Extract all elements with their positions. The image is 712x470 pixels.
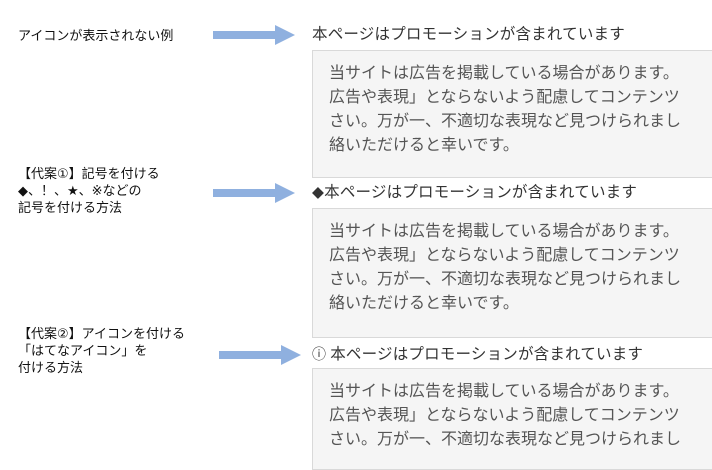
notice-body: 当サイトは広告を掲載している場合があります。 広告や表現」とならないよう配慮して… <box>329 63 682 154</box>
notice-box: 当サイトは広告を掲載している場合があります。 広告や表現」とならないよう配慮して… <box>312 368 712 470</box>
notice-body: 当サイトは広告を掲載している場合があります。 広告や表現」とならないよう配慮して… <box>329 381 682 448</box>
arrow-right-icon <box>213 183 295 203</box>
heading-text: 本ページはプロモーションが含まれています <box>324 183 638 201</box>
notice-body: 当サイトは広告を掲載している場合があります。 広告や表現」とならないよう配慮して… <box>329 221 682 312</box>
alternative-2-label: 【代案②】アイコンを付ける 「はてなアイコン」を 付ける方法 <box>18 327 186 376</box>
notice-box: 当サイトは広告を掲載している場合があります。 広告や表現」とならないよう配慮して… <box>312 208 712 338</box>
example-label: アイコンが表示されない例 <box>18 29 174 44</box>
heading-prefix: ◆ <box>312 183 325 201</box>
heading-text: 本ページはプロモーションが含まれています <box>312 25 625 43</box>
arrow-right-icon <box>213 25 295 45</box>
info-icon: ⓘ <box>312 347 327 363</box>
section-heading: 本ページはプロモーションが含まれています <box>312 22 625 44</box>
heading-text: 本ページはプロモーションが含まれています <box>330 345 644 363</box>
arrow-right-icon <box>219 345 301 365</box>
notice-box: 当サイトは広告を掲載している場合があります。 広告や表現」とならないよう配慮して… <box>312 50 712 178</box>
section-heading: ◆本ページはプロモーションが含まれています <box>312 180 637 202</box>
alternative-1-label: 【代案①】記号を付ける ◆、！、★、※などの 記号を付ける方法 <box>18 167 160 216</box>
